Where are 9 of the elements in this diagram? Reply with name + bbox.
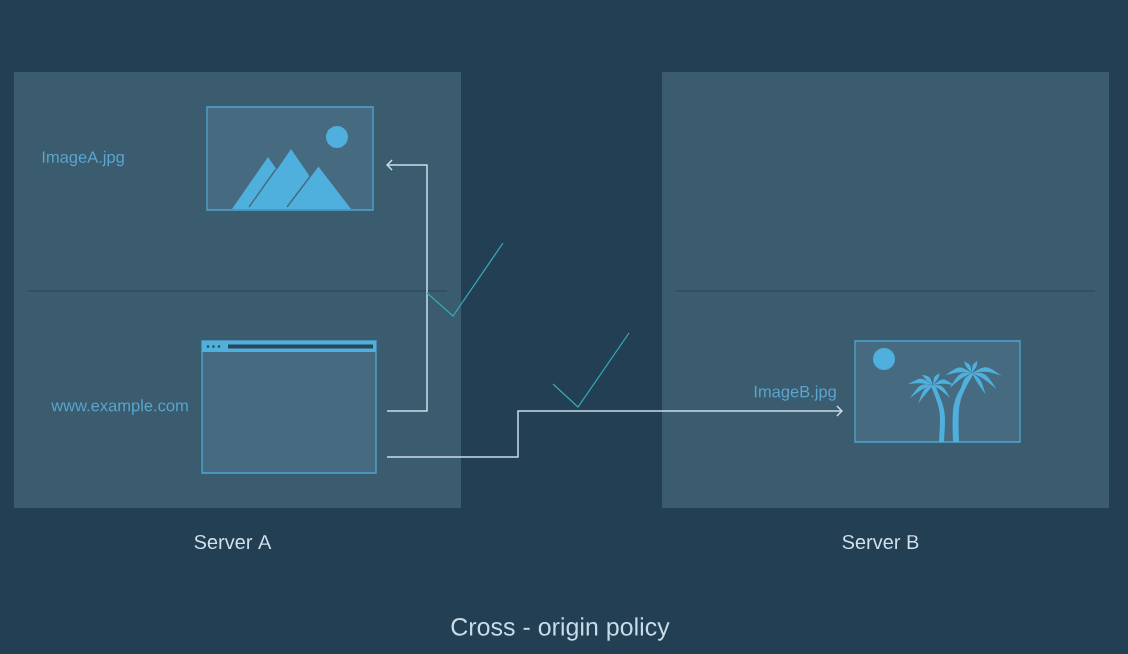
server-label: Server B — [842, 534, 919, 550]
url-text: www.example.com — [51, 399, 188, 415]
diagram-title: Cross - origin policy — [451, 617, 670, 641]
server-label: Server A — [194, 534, 272, 550]
connector-arrow — [386, 405, 843, 458]
file-name: ImageB.jpg — [754, 385, 836, 401]
connector-arrow — [386, 159, 428, 412]
file-name: ImageA.jpg — [42, 150, 124, 167]
landscape-image — [206, 106, 374, 211]
